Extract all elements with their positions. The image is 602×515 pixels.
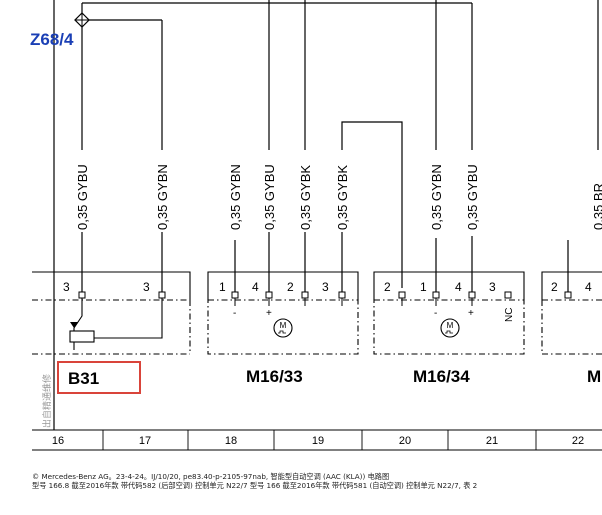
m16-33-body — [207, 299, 359, 355]
footer-copyright: © Mercedes-Benz AG。23-4-24。IJ/10/20, pe8… — [32, 472, 390, 481]
pin-number: 3 — [143, 280, 150, 294]
m16-34-motor-letter: M — [447, 321, 454, 330]
grid-number: 18 — [225, 435, 237, 447]
m16-34-motor-icon: M — [440, 318, 460, 338]
grid-number: 19 — [312, 435, 324, 447]
pin-number: 3 — [63, 280, 70, 294]
m16-33-plus-sign: + — [266, 308, 272, 319]
b31-sensor-resistor — [69, 330, 95, 343]
pin-plug — [398, 291, 406, 299]
pin-number: 3 — [322, 280, 329, 294]
pin-number: 1 — [420, 280, 427, 294]
wire-label-7: 0,35 GYBN — [429, 164, 444, 230]
wire-label-9: 0,35 BR — [591, 183, 602, 230]
next-component-label[interactable]: M — [587, 367, 601, 386]
m16-33-motor-letter: M — [280, 321, 287, 330]
b31-label[interactable]: B31 — [68, 369, 99, 388]
pin-plug — [338, 291, 346, 299]
b31-highlight-box — [57, 361, 141, 394]
m16-33-motor-icon: M — [273, 318, 293, 338]
m16-33-label[interactable]: M16/33 — [246, 367, 303, 386]
wire-label-6: 0,35 GYBK — [335, 165, 350, 230]
pin-plug — [564, 291, 572, 299]
footer-model-info: 型号 166.8 截至2016年款 带代码582 (后部空调) 控制单元 N22… — [32, 481, 478, 490]
page-ref[interactable]: Z68/4 — [30, 30, 74, 49]
wire-label-8: 0,35 GYBU — [465, 164, 480, 230]
wire-label-2: 0,35 GYBN — [155, 164, 170, 230]
grid-number: 17 — [139, 435, 151, 447]
m16-34-nc-label: NC — [504, 308, 515, 322]
pin-plug — [78, 291, 86, 299]
pin-plug — [504, 291, 512, 299]
pin-plug — [265, 291, 273, 299]
pin-number: 2 — [384, 280, 391, 294]
wire-label-4: 0,35 GYBU — [262, 164, 277, 230]
m16-34-connector-outline — [373, 271, 525, 300]
grid-number: 16 — [52, 435, 64, 447]
pin-number: 3 — [489, 280, 496, 294]
grid-number: 20 — [399, 435, 411, 447]
pin-number: 4 — [455, 280, 462, 294]
m16-34-plus-sign: + — [468, 308, 474, 319]
wire-label-1: 0,35 GYBU — [75, 164, 90, 230]
grid-number: 22 — [572, 435, 584, 447]
wire-label-5: 0,35 GYBK — [298, 165, 313, 230]
wire-label-3: 0,35 GYBN — [228, 164, 243, 230]
pin-plug — [301, 291, 309, 299]
pin-number: 1 — [219, 280, 226, 294]
watermark-text: 出自精通维修 — [41, 374, 52, 428]
m16-33-minus-sign: - — [233, 308, 236, 319]
wiring-diagram: Z68/4 0,35 GYBU 0,35 GYBN 0,35 GYBN 0,35… — [30, 0, 602, 451]
pin-number: 4 — [585, 280, 592, 294]
pin-plug — [468, 291, 476, 299]
m16-33-connector-outline — [207, 271, 359, 300]
pin-plug — [432, 291, 440, 299]
next-connector-outline — [541, 271, 602, 300]
m16-34-body — [373, 299, 525, 355]
m16-34-minus-sign: - — [434, 308, 437, 319]
pin-number: 2 — [551, 280, 558, 294]
pin-plug — [231, 291, 239, 299]
pin-number: 4 — [252, 280, 259, 294]
b31-connector-outline — [32, 271, 191, 300]
pin-number: 2 — [287, 280, 294, 294]
m16-34-label[interactable]: M16/34 — [413, 367, 470, 386]
b31-sensor-arrow — [70, 322, 78, 328]
grid-number: 21 — [486, 435, 498, 447]
loop-wire — [341, 121, 403, 288]
pin-plug — [158, 291, 166, 299]
